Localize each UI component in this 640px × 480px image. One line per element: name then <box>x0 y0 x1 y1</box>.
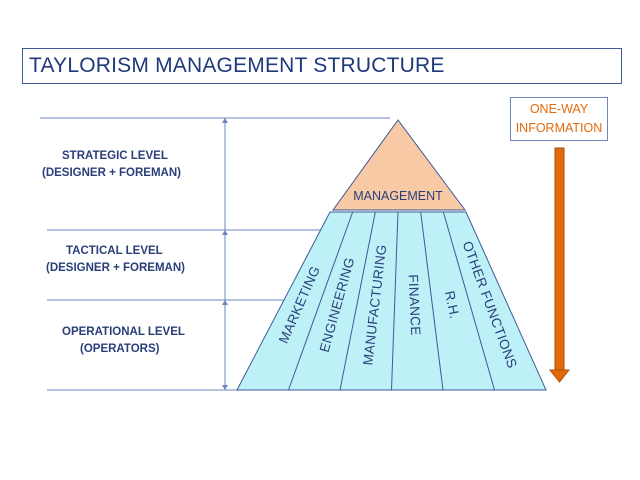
function-label: FINANCE <box>406 274 424 336</box>
function-divider <box>339 211 376 391</box>
page-title: TAYLORISM MANAGEMENT STRUCTURE <box>29 54 445 77</box>
one-way-information-box: ONE-WAY INFORMATION <box>510 97 608 141</box>
operational-level-detail: (OPERATORS) <box>80 343 160 355</box>
strategic-level-label: STRATEGIC LEVEL (DESIGNER + FOREMAN) <box>42 148 181 182</box>
tactical-level-detail: (DESIGNER + FOREMAN) <box>46 262 185 274</box>
management-apex-triangle <box>332 119 466 211</box>
strategic-level-name: STRATEGIC LEVEL <box>62 150 168 162</box>
function-divider <box>391 211 399 391</box>
function-dividers <box>288 211 495 391</box>
level-bracket-tick <box>222 230 228 235</box>
level-bracket-tick <box>222 300 228 305</box>
strategic-level-detail: (DESIGNER + FOREMAN) <box>42 167 181 179</box>
function-divider <box>288 211 354 391</box>
tactical-level-name: TACTICAL LEVEL <box>66 245 163 257</box>
function-label: R.H. <box>442 289 462 320</box>
tactical-level-label: TACTICAL LEVEL (DESIGNER + FOREMAN) <box>46 243 185 277</box>
level-bracket-tick <box>222 385 228 390</box>
functions-trapezoid <box>236 211 547 391</box>
level-bracket-tick <box>222 118 228 123</box>
info-arrow-head <box>548 369 571 383</box>
info-line-2: INFORMATION <box>515 121 603 135</box>
operational-level-label: OPERATIONAL LEVEL (OPERATORS) <box>62 324 185 358</box>
function-divider <box>420 211 444 391</box>
function-divider <box>442 211 495 391</box>
operational-level-name: OPERATIONAL LEVEL <box>62 326 185 338</box>
info-line-1: ONE-WAY <box>529 102 589 116</box>
info-arrow-shaft <box>554 147 565 371</box>
management-label: MANAGEMENT <box>353 189 443 203</box>
title-box: TAYLORISM MANAGEMENT STRUCTURE <box>22 48 622 84</box>
